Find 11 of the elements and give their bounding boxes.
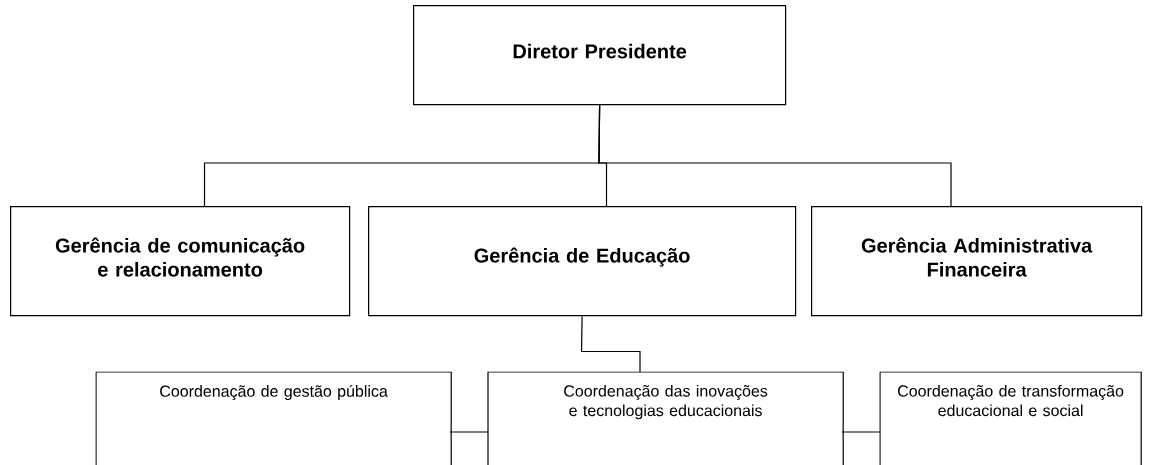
unit-box: Coordenação de transformação educacional e social <box>879 371 1142 465</box>
connector-line <box>580 315 641 373</box>
connector-line <box>598 104 952 207</box>
unit-box: Coordenação de gestão pública <box>95 371 452 465</box>
role-box: Gerência Administrativa Financeira <box>811 206 1143 317</box>
connector-line <box>841 431 881 433</box>
role-box: Gerência de Educação <box>368 206 797 317</box>
unit-box: Coordenação das inovações e tecnologias educacionais <box>487 371 844 465</box>
role-box: Diretor Presidente <box>413 5 787 106</box>
connector-line <box>449 431 489 433</box>
role-box: Gerência de comunicação e relacionamento <box>10 206 351 317</box>
